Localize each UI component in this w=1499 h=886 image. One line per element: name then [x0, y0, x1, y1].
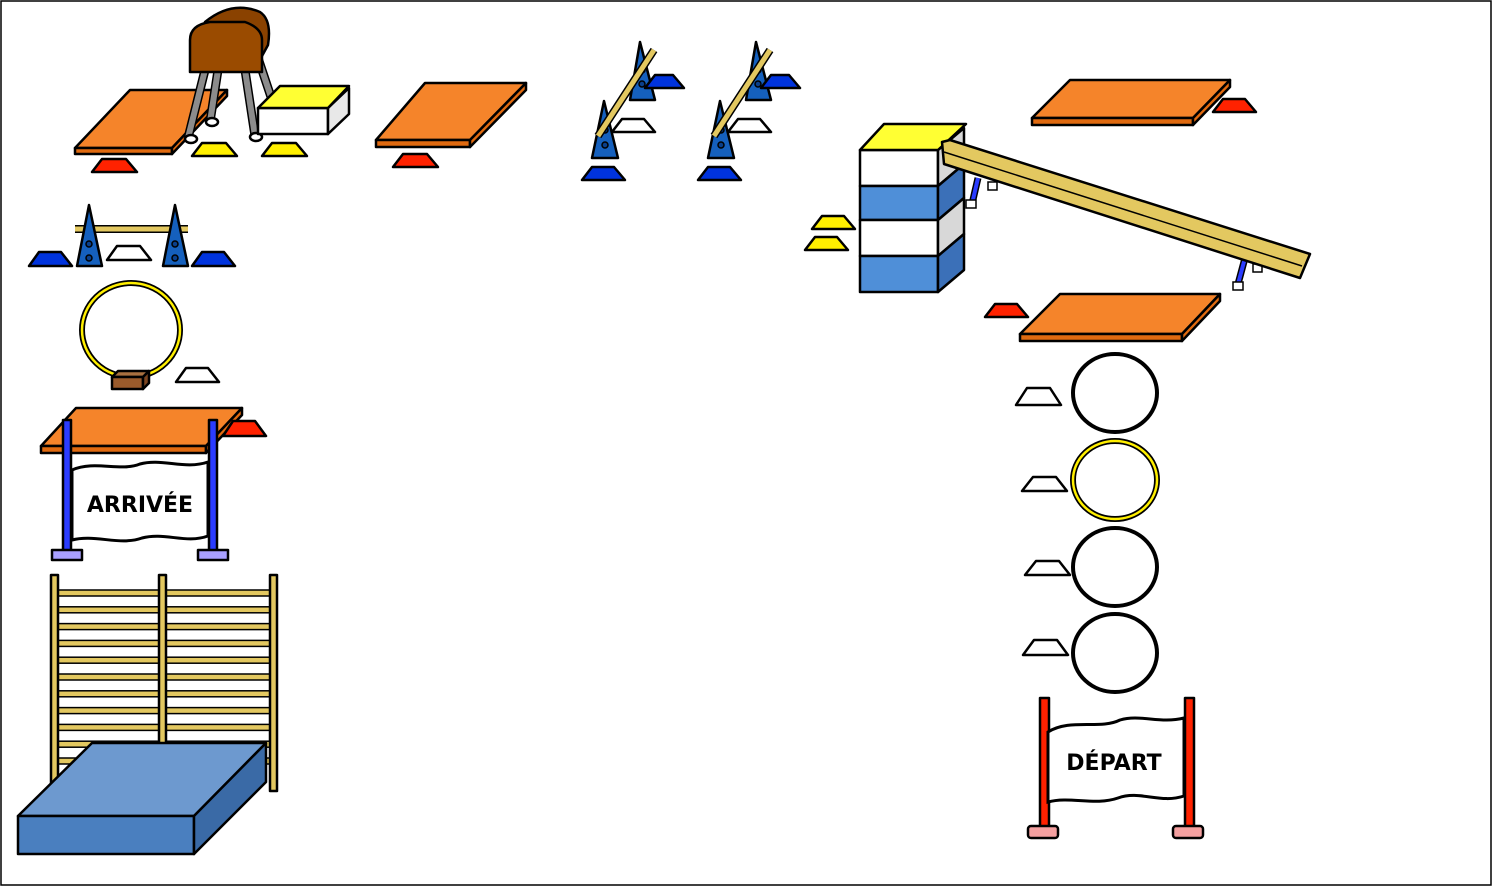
crash-mat-icon — [16, 741, 268, 856]
banner-gate-icon: ARRIVÉE — [50, 418, 230, 562]
wall-bar-rung — [57, 673, 160, 681]
floor-marker-icon — [221, 419, 268, 438]
floor-marker-icon — [90, 157, 139, 174]
balance-bench-icon — [940, 138, 1312, 291]
wall-bar-rung — [165, 673, 271, 681]
start-banner-label: DÉPART — [1066, 750, 1161, 776]
wall-bar-rung — [165, 690, 271, 698]
vaulting-horse-icon — [183, 6, 277, 145]
gym-mat-icon — [1030, 78, 1232, 127]
floor-marker-icon — [1021, 638, 1070, 657]
floor-marker-icon — [1023, 559, 1072, 577]
floor-marker-icon — [810, 214, 857, 231]
finish-banner-label: ARRIVÉE — [87, 492, 193, 518]
wall-bar-rung — [165, 589, 271, 597]
wall-bar-rung — [57, 656, 160, 664]
floor-marker-icon — [190, 250, 237, 268]
hoop-icon — [79, 280, 183, 391]
floor-marker-icon — [1211, 97, 1258, 114]
cone-hurdle-icon — [696, 40, 802, 182]
floor-marker-icon — [260, 141, 309, 158]
floor-marker-icon — [174, 366, 221, 384]
cone-hurdle-icon — [75, 203, 190, 268]
box-stack-icon — [256, 84, 351, 136]
floor-marker-icon — [27, 250, 74, 268]
wall-bar-rung — [165, 639, 271, 648]
floor-marker-icon — [1020, 475, 1069, 493]
floor-marker-icon — [983, 302, 1030, 319]
wall-bar-rung — [57, 706, 160, 715]
wall-bar-rung — [57, 622, 160, 631]
banner-gate-icon: DÉPART — [1026, 696, 1205, 840]
wall-bar-rung — [165, 606, 271, 614]
gym-mat-icon — [374, 81, 528, 149]
wall-bar-rung — [57, 589, 160, 597]
wall-bar-rung — [57, 606, 160, 614]
floor-marker-icon — [1014, 386, 1063, 407]
hoop-icon — [1071, 352, 1159, 434]
floor-marker-icon — [190, 141, 239, 158]
wall-bar-rung — [165, 706, 271, 715]
hoop-icon — [1071, 612, 1159, 694]
wall-bar-rung — [165, 656, 271, 664]
vault-station — [73, 6, 351, 174]
wall-bar-rung — [57, 639, 160, 648]
floor-marker-icon — [391, 152, 440, 169]
hoop-icon — [1070, 438, 1160, 522]
wall-bar-rung — [57, 723, 160, 732]
box-stack-icon — [858, 122, 968, 294]
floor-marker-icon — [105, 244, 153, 262]
wall-bar-rung — [165, 622, 271, 631]
floor-marker-icon — [803, 235, 850, 252]
cone-hurdle-icon — [580, 40, 686, 182]
hoop-icon — [1071, 526, 1159, 608]
gym-mat-icon — [1018, 292, 1222, 343]
wall-bar-rung — [57, 690, 160, 698]
wall-bar-rung — [165, 723, 271, 732]
